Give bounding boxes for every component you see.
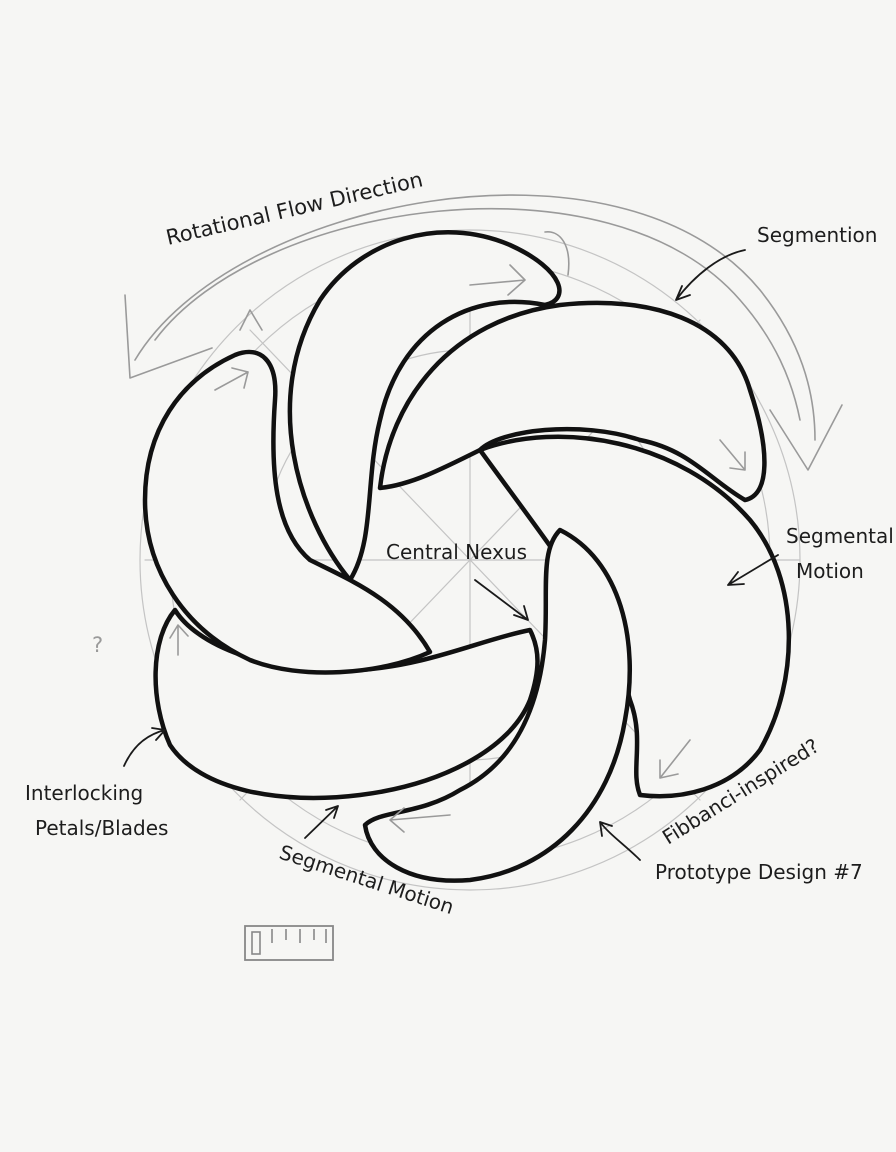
- ruler-outline: [244, 925, 334, 961]
- petal-arrow-upper-right: [719, 439, 746, 471]
- central-nexus-pointer: [474, 579, 529, 621]
- segmental-motion-right-label-1: Segmental: [786, 524, 894, 548]
- flow-tick-top: [544, 231, 570, 276]
- rotation-arrows: [124, 194, 843, 471]
- question-mark: ?: [92, 633, 103, 657]
- petal-arrow-top: [469, 264, 526, 296]
- prototype-label: Prototype Design #7: [655, 860, 863, 884]
- interlocking-label-2: Petals/Blades: [35, 816, 168, 840]
- petal-arrow-right: [659, 739, 691, 779]
- segmental-motion-right-pointer: [727, 554, 779, 586]
- petal-arrow-bottom: [389, 807, 451, 833]
- segmention-label: Segmention: [757, 223, 877, 247]
- flow-arrowhead-right: [769, 404, 843, 471]
- petal-upper-right: [377, 300, 767, 503]
- flow-arc-inner: [154, 208, 801, 421]
- prototype-pointer: [599, 821, 641, 861]
- flow-tick-left: [239, 309, 263, 331]
- interlocking-label-1: Interlocking: [25, 781, 143, 805]
- petals: [142, 230, 792, 883]
- interlocking-pointer: [123, 727, 166, 767]
- ruler-zero-mark: [251, 931, 261, 955]
- flow-arc-outer: [134, 194, 816, 441]
- segmental-motion-right-label-2: Motion: [796, 559, 864, 583]
- petal-arrow-lower-left: [169, 624, 189, 656]
- segmention-pointer: [675, 249, 746, 301]
- petal-flow-marks: [169, 264, 746, 833]
- petal-left: [142, 349, 433, 675]
- petal-lower-right: [362, 527, 632, 883]
- petal-arrow-left: [214, 367, 249, 391]
- flow-arrowhead-left: [124, 294, 213, 379]
- petal-top: [287, 230, 562, 583]
- central-nexus-label: Central Nexus: [386, 540, 527, 564]
- ruler-icon: [244, 925, 334, 961]
- segmental-motion-bottom-pointer: [304, 805, 339, 839]
